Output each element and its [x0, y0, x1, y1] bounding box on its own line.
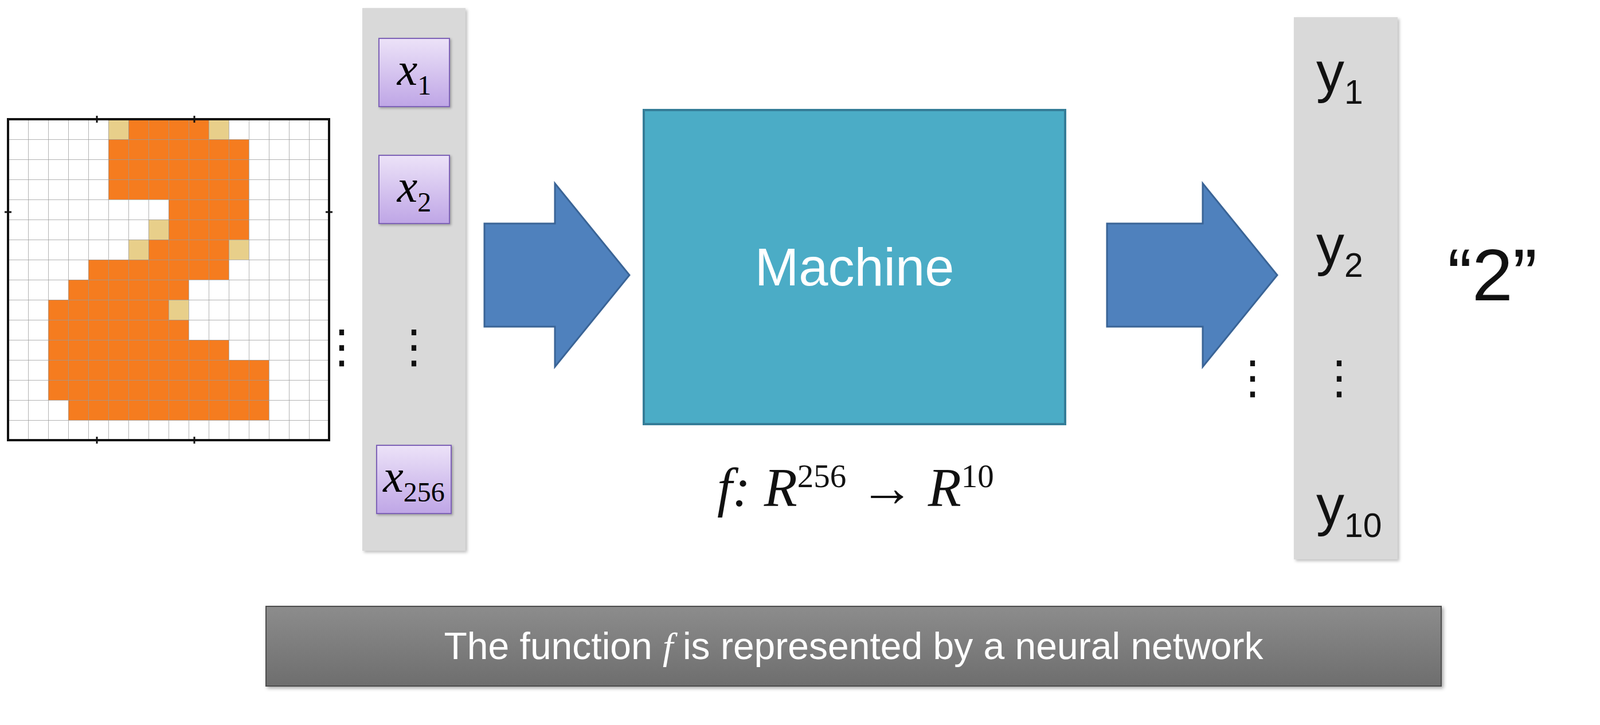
banner-word: function	[519, 624, 664, 668]
banner-word: a	[983, 624, 1016, 668]
input-variable: x256	[382, 453, 445, 507]
banner-word: The	[443, 624, 520, 668]
text-run: → R	[846, 457, 962, 519]
subscript: 10	[1344, 506, 1382, 545]
banner-word: by	[932, 624, 984, 668]
text-run: x	[397, 44, 418, 95]
machine-label: Machine	[754, 237, 955, 298]
text-run: f: R	[717, 457, 798, 519]
banner-word: is	[682, 624, 721, 668]
text-run: y	[1316, 213, 1345, 277]
output-variable: y2	[1316, 217, 1364, 283]
subscript: 1	[417, 69, 432, 101]
superscript: 256	[797, 458, 847, 495]
ellipsis-dots: ⋮	[318, 321, 365, 373]
ellipsis-dots: ⋮	[1229, 352, 1276, 404]
machine-box: Machine	[642, 108, 1067, 426]
ellipsis-dots: ⋮	[390, 323, 437, 370]
subscript: 2	[1344, 246, 1364, 284]
output-variable: y1	[1316, 44, 1364, 109]
banner-word: represented	[720, 624, 934, 668]
banner-text: The function f is represented by a neura…	[443, 624, 1263, 669]
banner-word: neural	[1015, 624, 1132, 668]
image-ground	[8, 119, 330, 441]
input-box: x256	[376, 444, 452, 515]
input-band: ⋮x1x2x256	[362, 8, 466, 551]
subscript: 256	[403, 476, 445, 508]
input-box: x2	[378, 154, 451, 225]
subscript: 2	[417, 186, 432, 218]
result-label: “2”	[1447, 235, 1537, 316]
input-variable: x2	[397, 163, 432, 217]
input-variable: x1	[397, 46, 432, 100]
image-border	[8, 119, 330, 441]
function-signature: f: R256 → R10	[717, 458, 995, 519]
text-run: y	[1316, 40, 1345, 104]
banner-word: network	[1130, 624, 1263, 668]
border-ticks	[4, 115, 333, 444]
input-box: x1	[378, 37, 451, 108]
output-band: y1y2⋮y10	[1293, 17, 1398, 560]
pixel-grid	[8, 119, 330, 441]
superscript: 10	[961, 458, 995, 495]
caption-banner: The function f is represented by a neura…	[265, 605, 1442, 687]
text-run: ⋮	[1316, 350, 1363, 405]
text-run: x	[397, 161, 418, 212]
banner-word: f	[662, 625, 683, 668]
text-run: y	[1316, 474, 1345, 538]
block-arrow	[1106, 183, 1278, 367]
subscript: 1	[1344, 73, 1364, 111]
output-variable: y10	[1316, 477, 1382, 543]
output-variable: ⋮	[1316, 354, 1363, 401]
block-arrow	[484, 183, 630, 367]
text-run: ⋮	[390, 319, 437, 374]
text-run: x	[382, 451, 404, 502]
